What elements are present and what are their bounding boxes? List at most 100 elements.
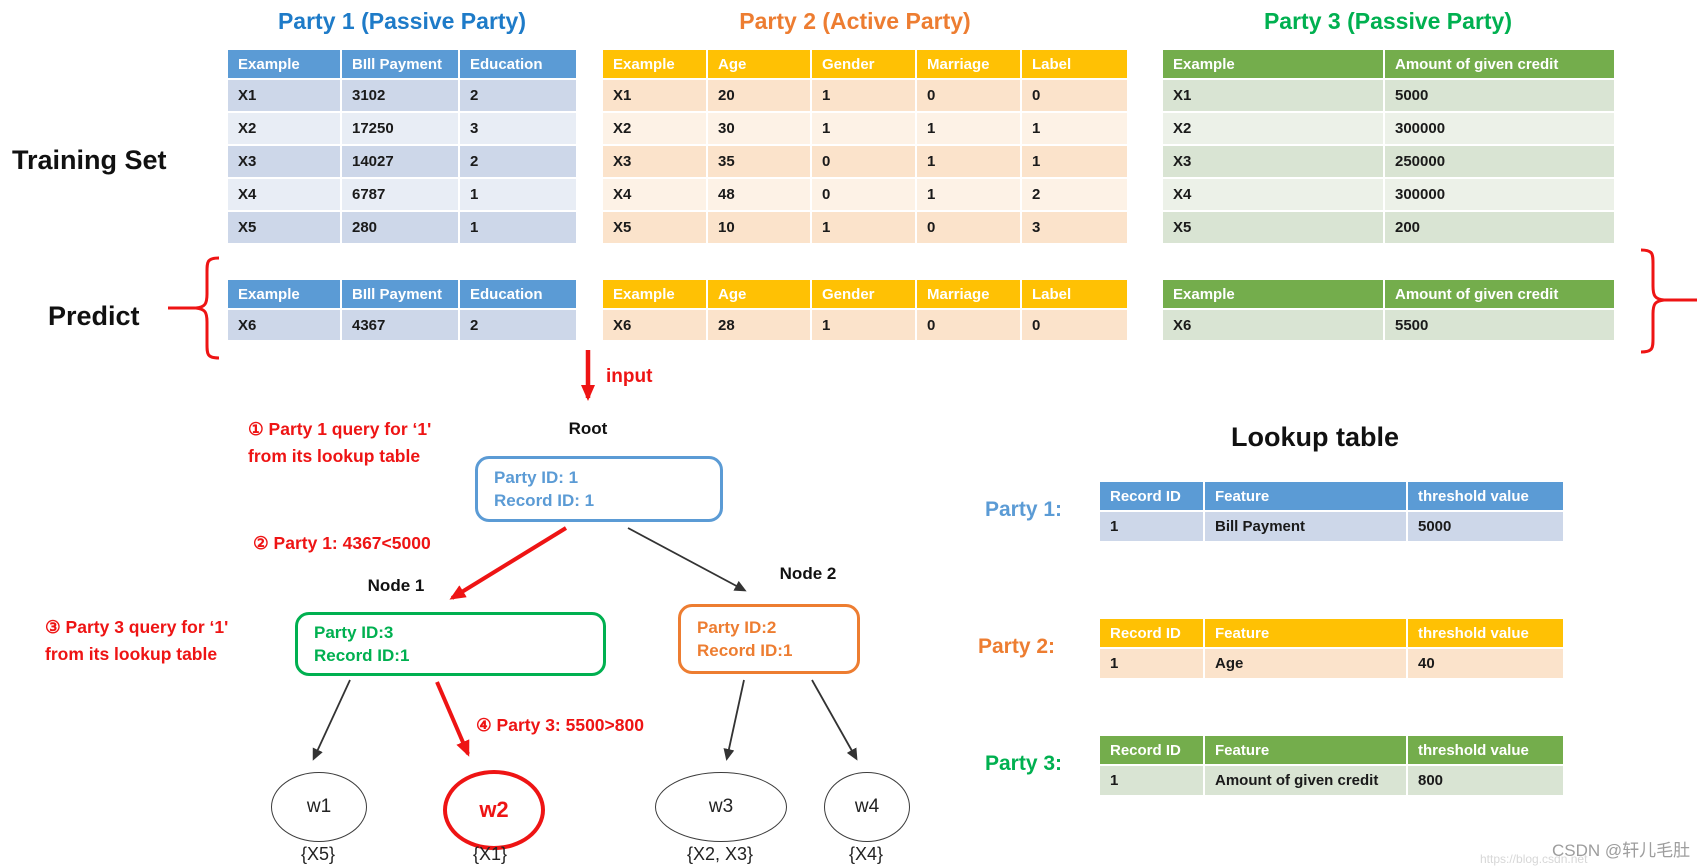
column-header: threshold value xyxy=(1408,736,1563,764)
table-cell: X4 xyxy=(603,179,708,210)
table-cell: X5 xyxy=(1163,212,1385,243)
node2-to-w3-arrow xyxy=(723,679,745,761)
table-cell: X4 xyxy=(1163,179,1385,210)
column-header: threshold value xyxy=(1408,619,1563,647)
annotation-step1: ① Party 1 query for ‘1' from its lookup … xyxy=(248,419,432,466)
root-node-box: Party ID: 1 Record ID: 1 xyxy=(475,456,723,522)
column-header: Education xyxy=(460,280,576,308)
table-cell: 6787 xyxy=(342,179,460,210)
table-cell: 40 xyxy=(1408,649,1563,678)
table-cell: X1 xyxy=(228,80,342,111)
table-cell: 0 xyxy=(812,146,917,177)
column-header: threshold value xyxy=(1408,482,1563,510)
table-cell: 0 xyxy=(1022,310,1127,340)
predict-right-brace xyxy=(1640,248,1697,354)
table-cell: 1 xyxy=(460,212,576,243)
watermark: CSDN @轩儿毛肚 xyxy=(1552,841,1691,860)
column-header: Label xyxy=(1022,280,1127,308)
table-cell: 30 xyxy=(708,113,812,144)
table-cell: X1 xyxy=(603,80,708,111)
column-header: Gender xyxy=(812,280,917,308)
table-cell: 0 xyxy=(917,212,1022,243)
column-header: Amount of given credit xyxy=(1385,50,1614,78)
party2-title: Party 2 (Active Party) xyxy=(739,8,971,34)
table-cell: 1 xyxy=(1100,512,1205,541)
leaf-w3-set: {X2, X3} xyxy=(686,844,754,864)
node1-record-id: Record ID:1 xyxy=(314,646,410,665)
table-cell: X6 xyxy=(1163,310,1385,340)
table-cell: X1 xyxy=(1163,80,1385,111)
training-set-label: Training Set xyxy=(12,145,167,175)
root-party-id: Party ID: 1 xyxy=(494,468,579,487)
table-cell: 48 xyxy=(708,179,812,210)
column-header: BIll Payment xyxy=(342,50,460,78)
table-cell: 14027 xyxy=(342,146,460,177)
input-label: input xyxy=(606,366,653,387)
column-header: Label xyxy=(1022,50,1127,78)
table-cell: 1 xyxy=(812,310,917,340)
lookup-party1-label: Party 1: xyxy=(985,498,1063,521)
node2-record-id: Record ID:1 xyxy=(697,641,793,660)
table-cell: 0 xyxy=(812,179,917,210)
column-header: Example xyxy=(228,50,342,78)
lookup-table-title: Lookup table xyxy=(1231,422,1399,452)
table-cell: 1 xyxy=(812,113,917,144)
column-header: Gender xyxy=(812,50,917,78)
column-header: Amount of given credit xyxy=(1385,280,1614,308)
column-header: Age xyxy=(708,50,812,78)
table-cell: X2 xyxy=(603,113,708,144)
leaf-w1-set: {X5} xyxy=(300,844,336,864)
party3-title: Party 3 (Passive Party) xyxy=(1263,8,1513,34)
table-cell: 0 xyxy=(917,310,1022,340)
root-to-node2-arrow xyxy=(627,527,747,592)
annotation-step2: ② Party 1: 4367<5000 xyxy=(253,533,431,553)
table-cell: 5500 xyxy=(1385,310,1614,340)
table-cell: X4 xyxy=(228,179,342,210)
column-header: Record ID xyxy=(1100,736,1205,764)
table-cell: 3 xyxy=(460,113,576,144)
leaf-w2-set: {X1} xyxy=(472,844,508,864)
column-header: Age xyxy=(708,280,812,308)
table-cell: X2 xyxy=(1163,113,1385,144)
node1-to-w2-arrow xyxy=(435,681,470,757)
column-header: Marriage xyxy=(917,280,1022,308)
node2-label: Node 2 xyxy=(779,564,837,583)
root-node-label: Root xyxy=(568,419,608,438)
table-cell: 1 xyxy=(917,146,1022,177)
table-cell: 0 xyxy=(917,80,1022,111)
root-to-node1-arrow xyxy=(449,526,568,600)
column-header: Feature xyxy=(1205,482,1408,510)
table-cell: 1 xyxy=(1100,649,1205,678)
table-cell: 280 xyxy=(342,212,460,243)
table-cell: X5 xyxy=(603,212,708,243)
table-cell: Bill Payment xyxy=(1205,512,1408,541)
column-header: Example xyxy=(603,50,708,78)
table-cell: 1 xyxy=(812,80,917,111)
table-cell: X5 xyxy=(228,212,342,243)
column-header: Example xyxy=(1163,280,1385,308)
leaf-w4-set: {X4} xyxy=(848,844,884,864)
table-cell: 300000 xyxy=(1385,113,1614,144)
column-header: Record ID xyxy=(1100,482,1205,510)
